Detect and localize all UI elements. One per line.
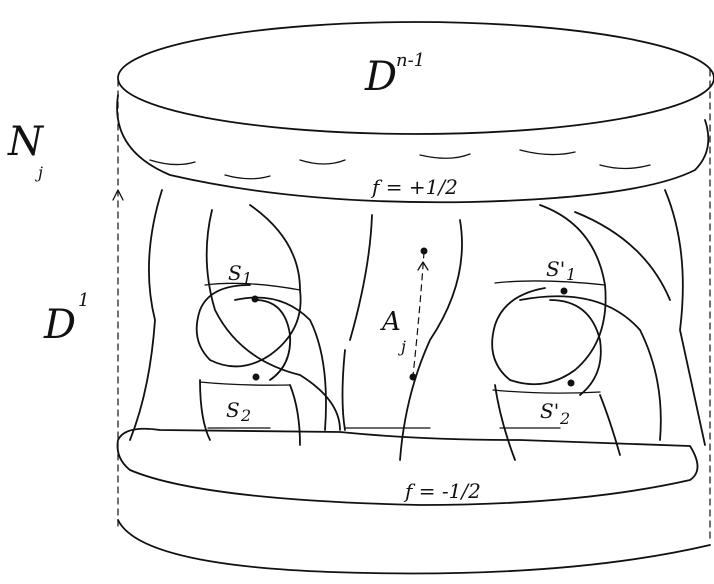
label-s1-right-sub: 1: [566, 265, 576, 284]
curve-s2-left: [199, 381, 291, 386]
strand-outer-left-2: [205, 209, 341, 431]
cylinder-bottom-rim: [117, 519, 711, 575]
arc-aj-arrowhead: [417, 261, 429, 271]
strand-right-arc: [519, 295, 662, 441]
curve-s1-left: [204, 282, 301, 291]
arc-aj-top-dot: [420, 247, 428, 255]
lower-collar: [116, 427, 699, 506]
label-level-top: f = +1/2: [370, 175, 458, 199]
curve-s2-right: [492, 389, 601, 394]
label-neighborhood: N: [7, 119, 45, 165]
dot-s1-left: [251, 295, 259, 303]
strand-outer-left-1: [129, 189, 163, 441]
strand-right-inner: [574, 211, 671, 301]
strand-middle-bottom: [341, 349, 346, 431]
label-s2-left: S: [226, 398, 240, 422]
dot-s2-right: [567, 379, 575, 387]
cylinder: [117, 21, 714, 575]
top-disk-ellipse: [117, 21, 714, 135]
label-arc-sub: j: [398, 337, 406, 356]
strands: [129, 189, 706, 461]
label-s1-right: S': [546, 257, 565, 281]
strand-outer-right: [664, 189, 706, 446]
strand-middle-right: [399, 219, 463, 461]
strand-left-low-2: [289, 384, 301, 446]
label-arc: A: [380, 307, 401, 337]
label-level-bottom: f = -1/2: [403, 479, 481, 503]
label-neighborhood-sub: j: [35, 163, 43, 182]
left-edge-arrowhead: [112, 189, 124, 201]
dot-s1-right: [560, 287, 568, 295]
label-s1-left: S: [228, 261, 242, 285]
label-s2-left-sub: 2: [240, 406, 251, 425]
arc-aj: [409, 247, 429, 381]
curve-s1-right: [494, 280, 606, 286]
upper-collar-dashes: [149, 149, 651, 180]
upper-collar-outer: [116, 94, 710, 204]
strand-right-low: [494, 384, 516, 461]
label-s2-right: S': [540, 399, 559, 423]
strand-left-low: [199, 379, 211, 441]
loop-left-outer: [195, 204, 302, 368]
label-top-disk-sup: n-1: [396, 50, 425, 71]
label-s2-right-sub: 2: [559, 409, 570, 428]
strand-right-low-2: [599, 394, 621, 456]
label-interval: D: [43, 302, 76, 348]
upper-collar: [116, 94, 710, 204]
arc-aj-bottom-dot: [409, 373, 417, 381]
loop-right-outer: [491, 204, 607, 386]
loop-right-inner: [549, 299, 602, 396]
dot-s2-left: [252, 373, 260, 381]
lower-collar-outer: [116, 427, 699, 506]
strand-middle-left: [349, 214, 373, 341]
arc-aj-dashed: [412, 251, 425, 377]
label-top-disk: D: [364, 54, 397, 100]
strand-left-arc: [234, 296, 327, 431]
loop-left-inner: [254, 299, 292, 381]
label-interval-sup: 1: [78, 290, 89, 311]
label-s1-left-sub: 1: [242, 269, 252, 288]
